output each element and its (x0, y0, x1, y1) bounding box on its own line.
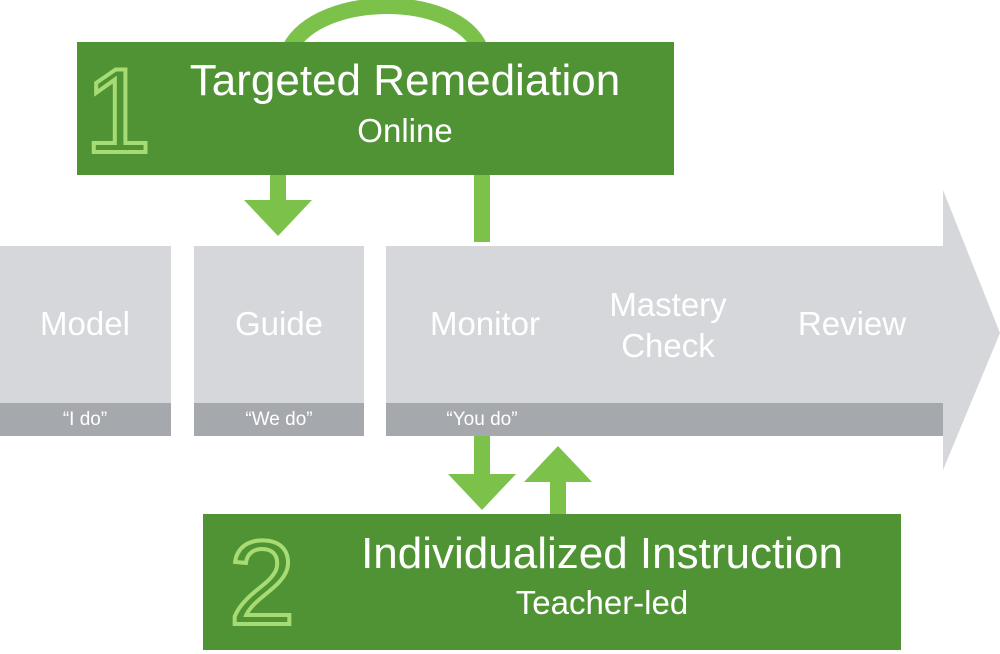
up-arrow-to-monitor (524, 446, 592, 516)
mastery-label-line1: Mastery (609, 286, 727, 323)
mastery-label-line2: Check (621, 327, 715, 364)
box1-title: Targeted Remediation (190, 56, 620, 105)
review-label: Review (798, 305, 906, 342)
box2-subtitle: Teacher-led (516, 584, 688, 621)
targeted-remediation-box (77, 42, 674, 175)
we-do-band (194, 403, 364, 436)
you-do-label: “You do” (446, 409, 517, 430)
monitor-label: Monitor (430, 305, 540, 342)
box2-title: Individualized Instruction (361, 529, 843, 578)
box2-number: 2 (229, 516, 296, 650)
we-do-label: “We do” (245, 409, 312, 430)
i-do-band (0, 403, 171, 436)
you-do-band (386, 403, 943, 436)
loop-connector (282, 0, 488, 53)
model-label: Model (40, 305, 130, 342)
box1-number: 1 (85, 44, 152, 178)
i-do-label: “I do” (63, 409, 107, 430)
down-arrow-to-instruction (448, 436, 516, 510)
guide-label: Guide (235, 305, 323, 342)
individualized-instruction-box (203, 514, 901, 650)
box1-subtitle: Online (357, 112, 452, 149)
independent-arrow-block (386, 190, 1000, 470)
box1-to-monitor-connector (474, 170, 490, 242)
down-arrow-to-guide (244, 170, 312, 236)
